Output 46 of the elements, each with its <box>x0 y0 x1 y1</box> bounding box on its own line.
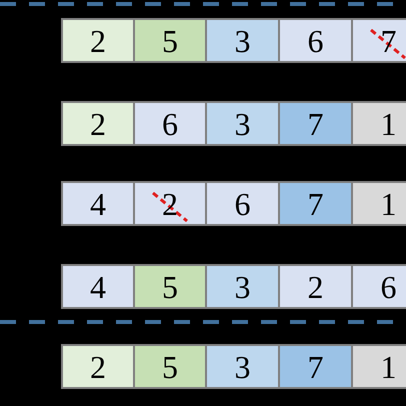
array-cell <box>61 181 135 226</box>
cell-value: 2 <box>90 108 106 140</box>
array-cell <box>278 181 353 226</box>
array-cell <box>278 101 353 146</box>
cell-value: 2 <box>308 270 324 302</box>
array-cell <box>61 264 135 309</box>
cell-value: 3 <box>234 270 250 302</box>
cell-value: 2 <box>90 24 106 56</box>
cell-value: 1 <box>380 108 396 140</box>
cell-value: 1 <box>380 350 396 382</box>
array-cell <box>133 344 207 389</box>
cell-value: 7 <box>308 188 324 220</box>
cell-value: 4 <box>90 188 106 220</box>
array-cell <box>133 101 207 146</box>
array-cell <box>278 18 353 63</box>
array-cell <box>133 264 207 309</box>
cell-value: 1 <box>380 188 396 220</box>
cell-value: 4 <box>90 270 106 302</box>
cell-value: 7 <box>308 350 324 382</box>
cell-value: 6 <box>380 270 396 302</box>
array-cell <box>205 264 280 309</box>
array-cell <box>61 344 135 389</box>
array-cell <box>205 101 280 146</box>
array-cell <box>205 18 280 63</box>
cell-value: 3 <box>234 108 250 140</box>
array-cell <box>205 344 280 389</box>
cell-value: 6 <box>308 24 324 56</box>
array-cell <box>351 101 406 146</box>
array-cell <box>351 181 406 226</box>
array-cell <box>351 264 406 309</box>
cell-value: 5 <box>162 270 178 302</box>
array-cell <box>61 101 135 146</box>
array-cell <box>278 344 353 389</box>
array-cell <box>205 181 280 226</box>
array-cell <box>278 264 353 309</box>
cell-value: 6 <box>162 108 178 140</box>
cell-value: 7 <box>308 108 324 140</box>
cell-value: 5 <box>162 24 178 56</box>
array-cell <box>61 18 135 63</box>
cell-value: 3 <box>234 350 250 382</box>
cell-value: 6 <box>234 188 250 220</box>
array-cell <box>351 344 406 389</box>
cell-value: 2 <box>90 350 106 382</box>
array-cell <box>133 18 207 63</box>
cell-value: 3 <box>234 24 250 56</box>
cell-value: 5 <box>162 350 178 382</box>
